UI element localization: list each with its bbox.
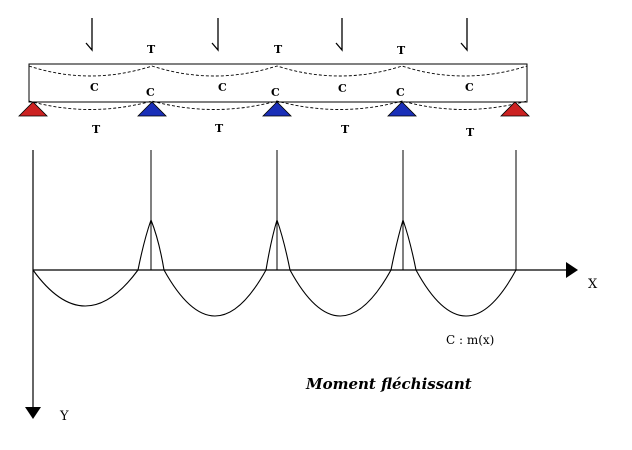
inner-support-3	[387, 101, 417, 117]
supports	[18, 101, 530, 117]
beam-labels: T T T C C C C C C C T T T T	[90, 43, 475, 139]
bottom-label-t: T	[215, 122, 224, 135]
end-support-left	[18, 101, 48, 117]
load-arrows	[85, 18, 468, 52]
bottom-label-t: T	[92, 123, 101, 136]
projection-lines	[150, 150, 517, 270]
y-axis-label: Y	[59, 409, 69, 424]
upper-c-label: C	[218, 81, 227, 94]
upper-c-label: C	[338, 82, 347, 95]
support-c-label: C	[271, 86, 280, 99]
end-support-right	[500, 101, 530, 117]
top-label-t: T	[274, 43, 283, 56]
bending-moment-curve	[32, 218, 517, 317]
load-arrow	[335, 18, 343, 52]
bottom-label-t: T	[466, 126, 475, 139]
load-arrow	[211, 18, 219, 52]
diagram-caption: Moment fléchissant	[305, 375, 472, 393]
y-axis: Y	[25, 150, 69, 424]
x-axis-arrow-icon	[566, 262, 578, 278]
beam	[28, 63, 528, 103]
upper-dashed-curve	[28, 65, 528, 77]
support-c-label: C	[396, 86, 405, 99]
top-label-t: T	[397, 44, 406, 57]
lower-dashed-curve	[28, 100, 528, 110]
x-axis-label: X	[588, 277, 598, 292]
load-arrow	[85, 18, 93, 52]
y-axis-arrow-icon	[25, 407, 41, 419]
upper-c-label: C	[90, 81, 99, 94]
x-axis: X	[33, 262, 598, 292]
support-c-label: C	[146, 86, 155, 99]
inner-support-2	[262, 101, 292, 117]
bottom-label-t: T	[341, 123, 350, 136]
load-arrow	[460, 18, 468, 52]
top-label-t: T	[147, 43, 156, 56]
inner-support-1	[137, 101, 167, 117]
upper-c-label: C	[465, 81, 474, 94]
formula-label: C : m(x)	[446, 333, 494, 347]
